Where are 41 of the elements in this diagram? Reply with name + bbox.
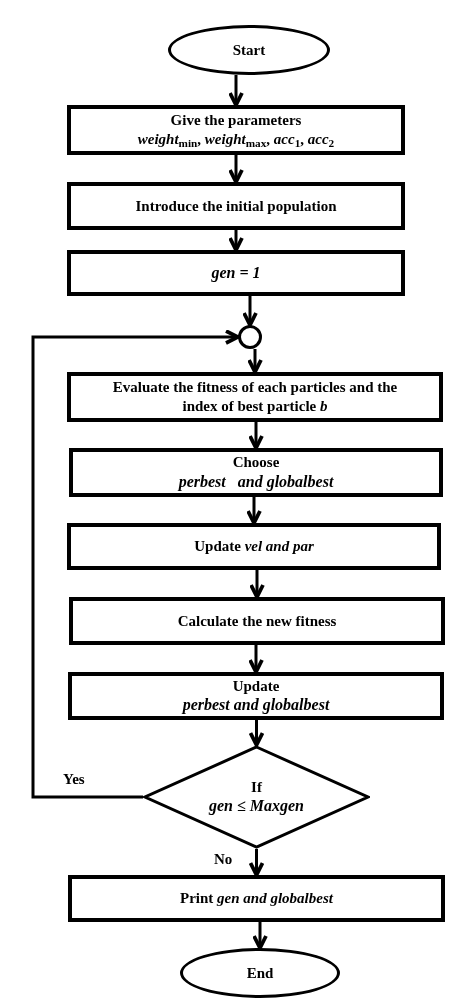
process-box [69, 448, 443, 497]
node-text: perbest and globalbest [178, 471, 334, 492]
arrow [248, 720, 265, 747]
arrow [248, 645, 264, 674]
arrow [252, 922, 268, 950]
arrow [249, 570, 265, 599]
process-box [67, 182, 405, 230]
node-text: gen ≤ Maxgen [209, 796, 304, 817]
process-box [67, 372, 443, 422]
node-text: Start [232, 40, 266, 60]
node-text: Introduce the initial population [135, 196, 337, 216]
edge-label: No [213, 852, 234, 867]
node-text: gen = 1 [211, 263, 261, 283]
process-box [67, 250, 405, 296]
node-text: Give the parameters [170, 111, 302, 130]
node-text: Evaluate the fitness of each particles and the index of best particle b [111, 378, 399, 416]
node-text: Choose [232, 453, 280, 472]
process-box [68, 875, 445, 922]
arrow [31, 329, 240, 799]
process-box [67, 105, 405, 155]
arrow [228, 230, 244, 252]
process-box [69, 597, 445, 645]
process-box [67, 523, 441, 570]
node-text: Update [232, 676, 280, 696]
arrow [248, 849, 265, 877]
node-text: perbest and globalbest [182, 695, 330, 716]
node-text: Update vel and par [194, 537, 314, 556]
edge-label: Yes [62, 772, 86, 787]
process-box [68, 672, 444, 720]
node-text: Calculate the new fitness [177, 611, 337, 631]
decision-diamond [143, 745, 370, 849]
arrow [228, 75, 244, 107]
arrow [248, 422, 264, 450]
node-text: weight$_{min}$, weight$_{max}$, acc$_{1}$, acc$_{2}$ [137, 130, 335, 149]
arrow [246, 497, 262, 525]
arrow [228, 155, 244, 184]
node-text: Print gen and globalbest [180, 889, 333, 908]
arrow [242, 296, 258, 327]
arrow [247, 349, 263, 374]
node-text: If [251, 777, 262, 797]
node-text: End [246, 963, 274, 983]
